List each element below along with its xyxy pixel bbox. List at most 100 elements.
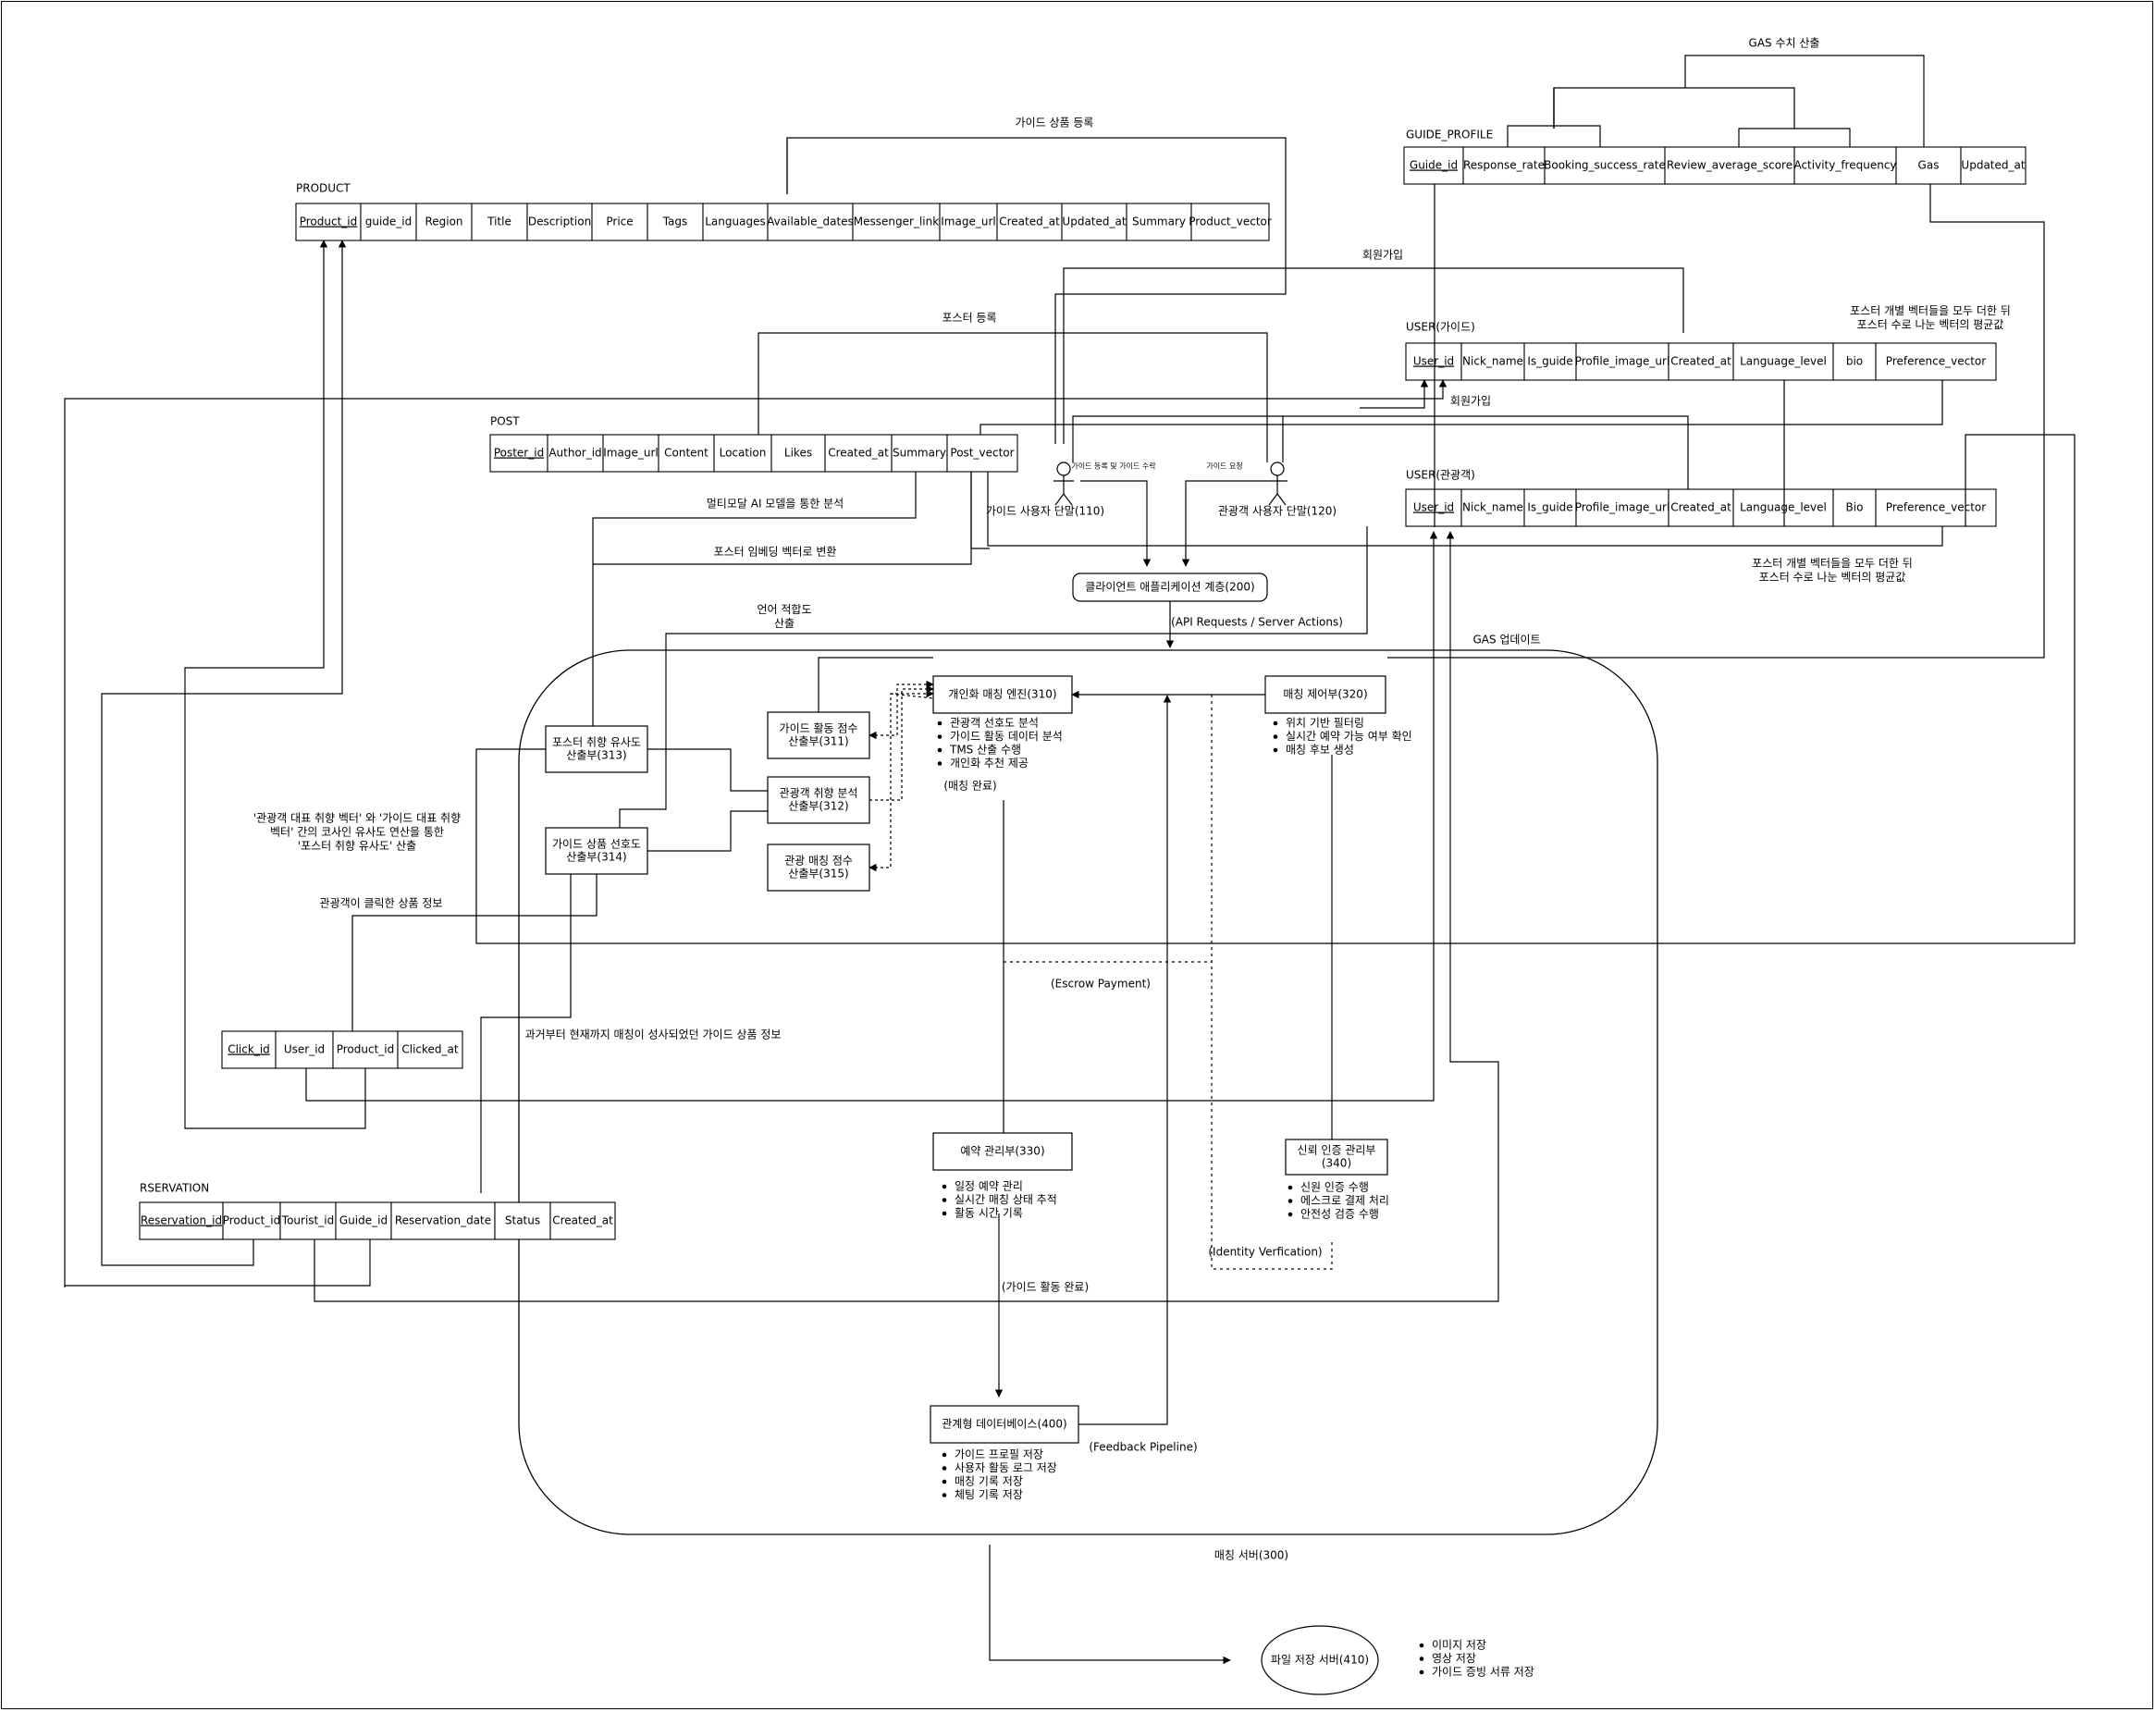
dotted-link xyxy=(869,689,934,872)
bullet-item: 이미지 저장 xyxy=(1432,1639,1486,1652)
file-server-box: 파일 저장 서버(410) xyxy=(1261,1625,1379,1695)
column-label: Image_url xyxy=(941,216,995,228)
column-label: Author_id xyxy=(548,447,601,460)
embedding-line xyxy=(593,472,972,565)
column-cell xyxy=(1460,488,1525,527)
signup-tourist-label: 회원가입 xyxy=(1450,395,1491,408)
column-label: Review_average_score xyxy=(1667,159,1793,172)
table-title: RSERVATION xyxy=(140,1182,209,1195)
column-cell xyxy=(222,1201,281,1240)
signup-tourist-line xyxy=(1282,415,1689,489)
api-label: (API Requests / Server Actions) xyxy=(1171,616,1343,629)
column-cell xyxy=(1832,342,1877,381)
primary-key-cell xyxy=(295,203,362,241)
column-label: Clicked_at xyxy=(401,1043,459,1056)
column-cell xyxy=(702,203,769,241)
bullet-item: 매칭 기록 저장 xyxy=(955,1475,1023,1488)
column-label: Is_guide xyxy=(1527,355,1572,368)
column-cell xyxy=(713,434,772,473)
guide-to-client-line xyxy=(1080,480,1152,567)
table-title: USER(관광객) xyxy=(1406,469,1475,482)
column-cell xyxy=(526,203,593,241)
column-cell xyxy=(335,1201,392,1240)
column-cell xyxy=(1960,146,2027,185)
file-server-label: 파일 저장 서버(410) xyxy=(1271,1654,1369,1667)
tourist-vector-line xyxy=(987,472,1943,547)
column-cell xyxy=(415,203,473,241)
dotted-link xyxy=(869,684,934,801)
bullet-item: 관광객 선호도 분석 xyxy=(950,717,1039,730)
column-label: Messenger_link xyxy=(854,216,939,228)
column-cell xyxy=(1544,146,1666,185)
column-cell xyxy=(549,1201,616,1240)
bullet-item: 에스크로 결제 처리 xyxy=(1300,1194,1389,1207)
bullet-item: 활동 시간 기록 xyxy=(955,1207,1023,1220)
bullet-item: 실시간 예약 가능 여부 확인 xyxy=(1286,729,1412,743)
product-reg-label: 가이드 상품 등록 xyxy=(1016,117,1094,129)
clicked-info-line xyxy=(351,874,598,1031)
feedback-line xyxy=(1078,695,1172,1425)
client-app-box: 클라이언트 애플리케이션 계층(200) xyxy=(1072,573,1268,602)
user-guide-arrow xyxy=(1360,379,1429,409)
column-label: Product_id xyxy=(223,1214,281,1227)
column-cell xyxy=(891,434,948,473)
column-cell xyxy=(1460,342,1525,381)
tourist-to-client-line xyxy=(1181,480,1267,567)
column-label: Activity_frequency xyxy=(1793,159,1896,172)
column-label: Nick_name xyxy=(1462,355,1523,368)
escrow-label: (Escrow Payment) xyxy=(1051,978,1151,991)
bullet-item: 체팅 기록 저장 xyxy=(955,1488,1023,1501)
column-cell xyxy=(547,434,604,473)
bullet-item: 가이드 증빙 서류 저장 xyxy=(1432,1666,1534,1679)
post-vector-line xyxy=(979,380,1943,435)
column-label: Guide_id xyxy=(339,1214,388,1227)
column-cell xyxy=(397,1030,463,1069)
gas-calc-line xyxy=(1553,87,1795,129)
guide-terminal-label: 가이드 사용자 단말(110) xyxy=(986,505,1104,518)
signup-tourist-line xyxy=(1072,415,1283,462)
primary-key-cell xyxy=(139,1201,224,1240)
column-cell xyxy=(1732,488,1834,527)
primary-key-cell xyxy=(221,1030,277,1069)
column-label: Gas xyxy=(1918,159,1940,172)
column-label: Title xyxy=(487,216,511,228)
column-label: Product_id xyxy=(337,1043,395,1056)
reservation-mgmt-box: 예약 관리부(330) xyxy=(932,1132,1073,1171)
column-cell xyxy=(279,1201,337,1240)
column-label: Created_at xyxy=(552,1214,613,1227)
column-label: bio xyxy=(1846,355,1863,368)
column-label: Post_vector xyxy=(950,447,1014,460)
column-label: Created_at xyxy=(828,447,889,460)
signup-guide-label: 회원가입 xyxy=(1362,249,1403,262)
column-label: Price xyxy=(606,216,633,228)
column-cell xyxy=(647,203,704,241)
column-label: Profile_image_url xyxy=(1575,355,1670,368)
table-title: GUIDE_PROFILE xyxy=(1406,129,1493,142)
match-control-box-label: 매칭 제어부(320) xyxy=(1283,688,1367,701)
column-label: Updated_at xyxy=(1961,159,2025,172)
column-cell xyxy=(591,203,648,241)
column-label: Created_at xyxy=(1670,501,1731,514)
column-label: Location xyxy=(720,447,767,460)
column-cell xyxy=(1895,146,1962,185)
gas-calc-line xyxy=(1684,55,1925,147)
column-label: Language_level xyxy=(1740,355,1827,368)
column-label: Reservation_date xyxy=(395,1214,491,1227)
column-label: Is_guide xyxy=(1527,501,1572,514)
column-label: Created_at xyxy=(1670,355,1731,368)
click-user-line xyxy=(305,531,1438,1102)
gas-calc-label: GAS 수치 산출 xyxy=(1749,37,1820,50)
